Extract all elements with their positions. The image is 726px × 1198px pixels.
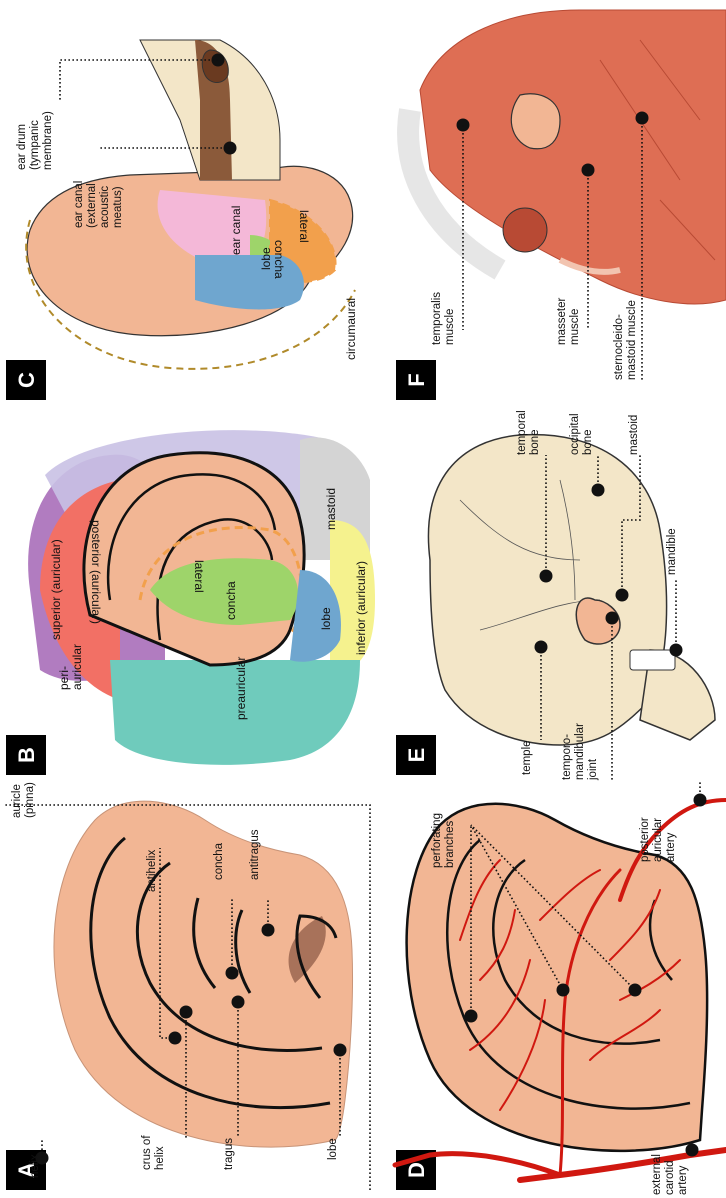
label-antihelix: antihelix xyxy=(146,850,158,892)
label-tmj-line1: temporo- xyxy=(561,734,573,780)
label-lobe-b: lobe xyxy=(319,607,333,630)
label-peri-line1: peri- xyxy=(57,666,71,690)
label-ec-line4: meatus) xyxy=(112,186,124,228)
label-superior: superior (auricular) xyxy=(49,539,63,640)
eye-socket-muscle xyxy=(503,208,547,252)
label-mas-line2: muscle xyxy=(569,309,581,345)
label-eca-line3: artery xyxy=(677,1165,689,1195)
panel-d: D perforating branches posterior auricul… xyxy=(395,780,726,1195)
panel-b: B superior (auricular) posterior (auricu… xyxy=(6,430,375,775)
label-paa-line2: auricular xyxy=(652,818,664,862)
panel-d-letter: D xyxy=(404,1162,429,1178)
skull xyxy=(428,435,666,745)
label-helix: helix xyxy=(29,1154,41,1178)
label-temporalis: temporalis muscle xyxy=(431,289,456,345)
label-auricle: auricle (pinna) xyxy=(11,781,36,818)
label-auricle-line1: auricle xyxy=(11,784,23,818)
label-peri-line2: auricular xyxy=(70,644,84,690)
label-occipital-bone: occipital bone xyxy=(569,410,594,455)
label-temple: temple xyxy=(521,740,533,775)
panel-e: E temple temporo- mandibular joint tempo… xyxy=(396,407,715,781)
label-posterior: posterior (auricular) xyxy=(89,520,103,624)
label-scm-line1: sternocleido- xyxy=(613,314,625,380)
label-mandible: mandible xyxy=(666,528,678,575)
panel-f-letter: F xyxy=(404,373,429,386)
label-tmj-line2: mandibular xyxy=(574,723,586,780)
panel-f: F temporalis muscle masseter muscle ster… xyxy=(396,10,726,400)
teeth xyxy=(630,650,675,670)
panel-c: C ear canal concha lateral lobe circumau… xyxy=(6,40,358,400)
label-ed-line1: ear drum xyxy=(16,124,28,170)
label-ec-line2: (external xyxy=(86,183,98,228)
label-ob-line1: occipital xyxy=(569,413,581,455)
label-crus-line1: crus of xyxy=(141,1135,153,1170)
label-perforating-line2: branches xyxy=(444,820,456,868)
label-ec-line3: acoustic xyxy=(99,186,111,228)
panel-b-letter: B xyxy=(14,747,39,763)
label-inferior: inferior (auricular) xyxy=(354,561,368,655)
label-tb-line1: temporal xyxy=(516,410,528,455)
label-mastoid-b: mastoid xyxy=(324,488,338,530)
label-tmj-line3: joint xyxy=(587,758,599,781)
label-concha-b: concha xyxy=(224,581,238,620)
label-lateral-c: lateral xyxy=(297,210,311,243)
label-temporal-bone: temporal bone xyxy=(516,407,541,455)
label-mastoid-e: mastoid xyxy=(628,415,640,455)
label-masseter: masseter muscle xyxy=(556,295,581,346)
label-lobe-c: lobe xyxy=(259,247,273,270)
label-eca-line1: external xyxy=(651,1154,663,1195)
label-ob-line2: bone xyxy=(582,429,594,455)
label-preauricular: preauricular xyxy=(234,657,248,720)
label-tem-line1: temporalis xyxy=(431,292,443,345)
label-crus-of-helix: crus of helix xyxy=(141,1132,166,1170)
panel-a: A helix auricle (pinna) antihelix concha… xyxy=(5,781,370,1190)
panel-e-letter: E xyxy=(404,748,429,763)
label-lobe: lobe xyxy=(327,1138,339,1160)
label-perforating-line1: perforating xyxy=(431,813,443,868)
label-crus-line2: helix xyxy=(154,1146,166,1170)
label-tragus: tragus xyxy=(223,1138,235,1170)
label-ear-canal-c: ear canal xyxy=(229,206,243,255)
label-ec-line1: ear canal xyxy=(73,181,85,228)
label-antitragus: antitragus xyxy=(249,829,261,880)
dot-external-carotid xyxy=(686,1144,699,1157)
label-concha: concha xyxy=(213,842,225,880)
region-lobe-c xyxy=(195,255,304,309)
label-circumaural: circumaural xyxy=(344,298,358,360)
label-auricle-line2: (pinna) xyxy=(24,782,36,818)
label-tb-line2: bone xyxy=(529,429,541,455)
label-ed-line2: (tympanic xyxy=(29,120,41,170)
label-eca-line2: carotid xyxy=(664,1160,676,1195)
label-sternocleidomastoid: sternocleido- mastoid muscle xyxy=(613,300,638,380)
label-scm-line2: mastoid muscle xyxy=(626,300,638,380)
ear-f xyxy=(511,94,560,149)
label-mas-line1: masseter xyxy=(556,298,568,345)
panel-c-letter: C xyxy=(14,372,39,388)
label-ed-line3: membrane) xyxy=(42,111,54,170)
label-ear-drum: ear drum (tympanic membrane) xyxy=(16,111,54,170)
label-paa-line1: posterior xyxy=(639,817,651,862)
label-lateral-b: lateral xyxy=(192,560,206,593)
label-paa-line3: artery xyxy=(665,832,677,862)
label-concha-c: concha xyxy=(272,240,286,279)
label-tem-line2: muscle xyxy=(444,309,456,345)
